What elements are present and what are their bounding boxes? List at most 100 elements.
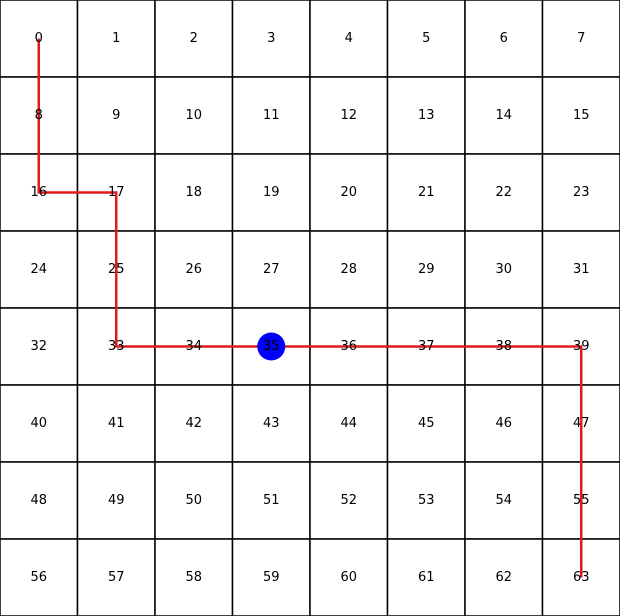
cell-label-43: 43 bbox=[263, 416, 280, 431]
cell-label-6: 6 bbox=[500, 31, 508, 46]
cell-label-58: 58 bbox=[185, 570, 202, 585]
grid-cell-57 bbox=[76, 538, 156, 616]
cell-label-2: 2 bbox=[190, 31, 198, 46]
grid-cell-20 bbox=[309, 153, 389, 232]
cell-label-22: 22 bbox=[495, 185, 512, 200]
grid-cell-4 bbox=[309, 0, 389, 78]
cell-label-59: 59 bbox=[263, 570, 280, 585]
cell-label-45: 45 bbox=[418, 416, 435, 431]
cell-label-62: 62 bbox=[495, 570, 512, 585]
grid-cell-10 bbox=[154, 76, 234, 155]
grid-cell-42 bbox=[154, 384, 234, 463]
grid-cell-18 bbox=[154, 153, 234, 232]
cell-label-20: 20 bbox=[340, 185, 357, 200]
grid-cell-61 bbox=[386, 538, 466, 616]
cell-label-8: 8 bbox=[35, 108, 43, 123]
cell-label-29: 29 bbox=[418, 262, 435, 277]
grid-cell-40 bbox=[0, 384, 79, 463]
grid-cell-54 bbox=[464, 461, 544, 540]
grid-cell-15 bbox=[541, 76, 620, 155]
grid-cell-1 bbox=[76, 0, 156, 78]
cell-label-52: 52 bbox=[340, 493, 357, 508]
cell-label-48: 48 bbox=[30, 493, 47, 508]
grid-cell-22 bbox=[464, 153, 544, 232]
cell-label-44: 44 bbox=[340, 416, 357, 431]
cell-label-16: 16 bbox=[30, 185, 47, 200]
grid-cell-49 bbox=[76, 461, 156, 540]
cell-label-10: 10 bbox=[185, 108, 202, 123]
grid-cell-7 bbox=[541, 0, 620, 78]
cell-label-0: 0 bbox=[35, 31, 43, 46]
grid-cell-14 bbox=[464, 76, 544, 155]
cell-label-33: 33 bbox=[108, 339, 125, 354]
cell-label-4: 4 bbox=[345, 31, 353, 46]
cell-label-27: 27 bbox=[263, 262, 280, 277]
cell-label-53: 53 bbox=[418, 493, 435, 508]
cell-label-23: 23 bbox=[573, 185, 590, 200]
cell-label-60: 60 bbox=[340, 570, 357, 585]
cell-label-25: 25 bbox=[108, 262, 125, 277]
cell-label-46: 46 bbox=[495, 416, 512, 431]
grid-cell-62 bbox=[464, 538, 544, 616]
grid-cell-56 bbox=[0, 538, 79, 616]
grid-cell-53 bbox=[386, 461, 466, 540]
cell-label-11: 11 bbox=[263, 108, 280, 123]
cell-label-19: 19 bbox=[263, 185, 280, 200]
cell-label-41: 41 bbox=[108, 416, 125, 431]
grid-cell-3 bbox=[231, 0, 311, 78]
grid-cell-51 bbox=[231, 461, 311, 540]
cell-label-47: 47 bbox=[573, 416, 590, 431]
cell-label-39: 39 bbox=[573, 339, 590, 354]
grid-cell-46 bbox=[464, 384, 544, 463]
cell-label-55: 55 bbox=[573, 493, 590, 508]
cell-label-56: 56 bbox=[30, 570, 47, 585]
grid-cell-6 bbox=[464, 0, 544, 78]
grid-cell-45 bbox=[386, 384, 466, 463]
grid-cell-44 bbox=[309, 384, 389, 463]
cell-label-34: 34 bbox=[185, 339, 202, 354]
grid-cell-29 bbox=[386, 230, 466, 309]
cell-label-7: 7 bbox=[577, 31, 585, 46]
cell-label-5: 5 bbox=[422, 31, 430, 46]
cell-label-32: 32 bbox=[30, 339, 47, 354]
cell-label-21: 21 bbox=[418, 185, 435, 200]
cell-label-51: 51 bbox=[263, 493, 280, 508]
grid-cell-32 bbox=[0, 307, 79, 386]
cell-label-50: 50 bbox=[185, 493, 202, 508]
grid-cell-21 bbox=[386, 153, 466, 232]
grid-cell-58 bbox=[154, 538, 234, 616]
cell-label-49: 49 bbox=[108, 493, 125, 508]
cell-label-26: 26 bbox=[185, 262, 202, 277]
cell-label-42: 42 bbox=[185, 416, 202, 431]
cell-label-28: 28 bbox=[340, 262, 357, 277]
cell-label-38: 38 bbox=[495, 339, 512, 354]
cell-label-3: 3 bbox=[267, 31, 275, 46]
current-position-marker bbox=[257, 332, 286, 361]
cell-label-40: 40 bbox=[30, 416, 47, 431]
cell-label-1: 1 bbox=[112, 31, 120, 46]
cell-label-37: 37 bbox=[418, 339, 435, 354]
cell-label-14: 14 bbox=[495, 108, 512, 123]
cell-label-31: 31 bbox=[573, 262, 590, 277]
grid-cell-27 bbox=[231, 230, 311, 309]
cell-label-54: 54 bbox=[495, 493, 512, 508]
cell-label-12: 12 bbox=[340, 108, 357, 123]
cell-label-13: 13 bbox=[418, 108, 435, 123]
cell-label-35: 35 bbox=[263, 339, 280, 354]
cell-label-15: 15 bbox=[573, 108, 590, 123]
grid-cell-31 bbox=[541, 230, 620, 309]
grid-cell-60 bbox=[309, 538, 389, 616]
cell-label-57: 57 bbox=[108, 570, 125, 585]
grid-cell-19 bbox=[231, 153, 311, 232]
cell-label-9: 9 bbox=[112, 108, 120, 123]
cell-label-30: 30 bbox=[495, 262, 512, 277]
grid-cell-12 bbox=[309, 76, 389, 155]
grid-cell-23 bbox=[541, 153, 620, 232]
cell-label-61: 61 bbox=[418, 570, 435, 585]
cell-label-24: 24 bbox=[30, 262, 47, 277]
cell-label-18: 18 bbox=[185, 185, 202, 200]
cell-label-63: 63 bbox=[573, 570, 590, 585]
